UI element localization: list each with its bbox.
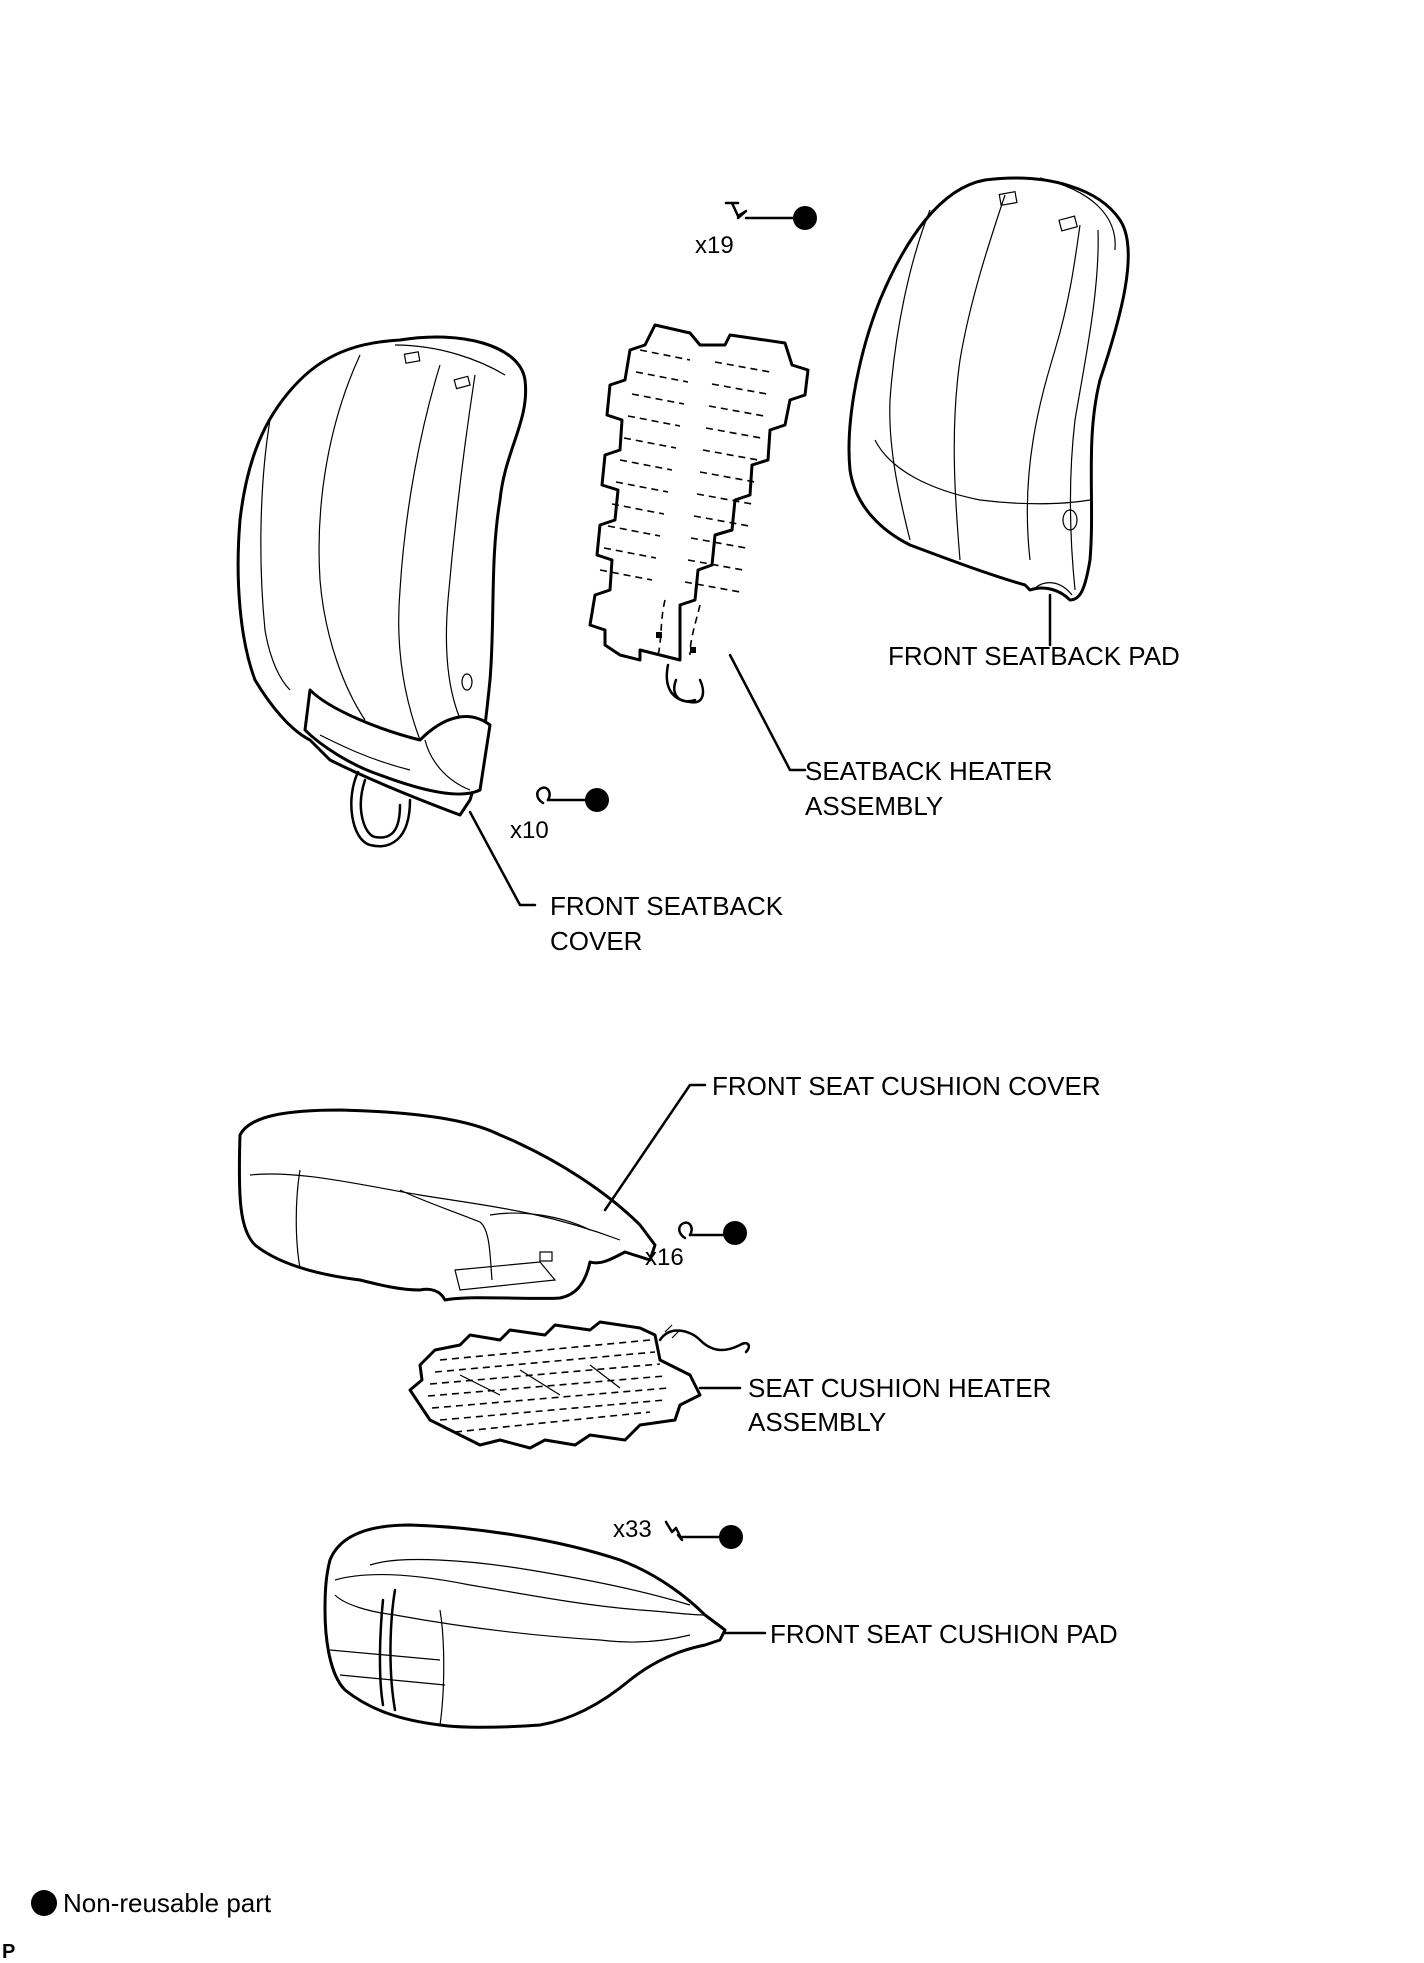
filled-circle-icon: [31, 1890, 57, 1916]
hog-ring-clip-icon: [664, 1520, 684, 1542]
front-seatback-pad: [847, 176, 1130, 647]
front-seat-cushion-pad: [323, 1523, 767, 1729]
label-front-seatback-pad: FRONT SEATBACK PAD: [888, 641, 1180, 671]
legend-text: Non-reusable part: [63, 1888, 272, 1918]
front-seatback-cover: [236, 335, 537, 907]
label-front-seat-cushion-cover: FRONT SEAT CUSHION COVER: [712, 1071, 1101, 1101]
qty-cushion-pad-clips: x33: [613, 1516, 652, 1543]
hog-ring-clip-icon: [724, 201, 748, 220]
corner-mark: P: [2, 1941, 15, 1963]
qty-cushion-cover-rings: x16: [645, 1244, 684, 1271]
hog-ring-icon: [536, 786, 551, 805]
seatback-heater-assembly: [588, 323, 810, 772]
non-reusable-dot-icon: [585, 788, 609, 812]
cushion-pad-clip-group: x33: [613, 1516, 743, 1549]
label-front-seatback-cover-line1: FRONT SEATBACK: [550, 891, 784, 921]
non-reusable-dot-icon: [723, 1221, 747, 1245]
hog-ring-icon: [678, 1221, 693, 1240]
label-front-seat-cushion-pad: FRONT SEAT CUSHION PAD: [770, 1619, 1118, 1649]
seatback-pad-clip-group: x19: [695, 201, 817, 259]
label-seatback-heater-line2: ASSEMBLY: [805, 791, 943, 821]
label-seat-cushion-heater-line1: SEAT CUSHION HEATER: [748, 1373, 1051, 1403]
seat-cushion-heater-assembly: [408, 1320, 751, 1450]
front-seat-cushion-cover: [237, 1083, 707, 1302]
qty-seatback-cover-rings: x10: [510, 817, 549, 844]
legend: Non-reusable part: [31, 1888, 272, 1918]
non-reusable-dot-icon: [719, 1525, 743, 1549]
non-reusable-dot-icon: [793, 206, 817, 230]
label-seat-cushion-heater-line2: ASSEMBLY: [748, 1407, 886, 1437]
label-seatback-heater-line1: SEATBACK HEATER: [805, 756, 1053, 786]
qty-seatback-pad-clips: x19: [695, 232, 734, 259]
seatback-cover-ring-group: x10: [510, 786, 609, 844]
label-front-seatback-cover-line2: COVER: [550, 926, 642, 956]
cushion-cover-ring-group: x16: [645, 1221, 747, 1271]
